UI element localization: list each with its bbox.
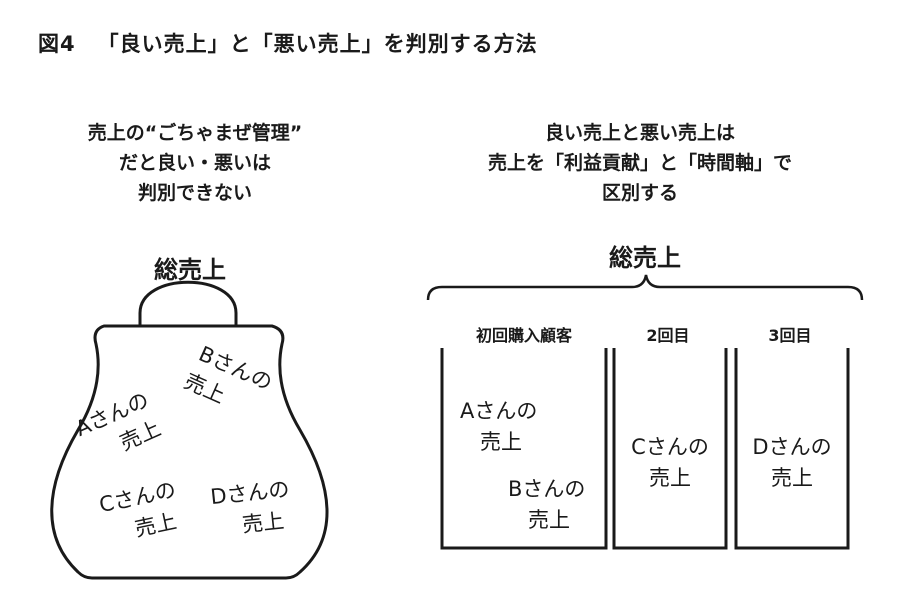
left-caption-line-2: だと良い・悪いは <box>118 152 271 174</box>
right-caption: 良い売上と悪い売上は 売上を「利益貢献」と「時間軸」で 区別する <box>430 118 850 208</box>
bag-handle <box>138 280 238 326</box>
column-third <box>734 348 850 550</box>
right-caption-line-1: 良い売上と悪い売上は <box>544 122 735 144</box>
left-caption-line-1: 売上の“ごちゃまぜ管理” <box>87 122 303 144</box>
column-third-item-d: Dさんの 売上 <box>736 432 848 494</box>
column-header-first-purchase: 初回購入顧客 <box>475 326 572 345</box>
column-header-third: 3回目 <box>768 326 812 345</box>
right-caption-line-2: 売上を「利益貢献」と「時間軸」で <box>487 152 792 174</box>
right-caption-line-3: 区別する <box>601 182 678 204</box>
column-first-item-a-name: Aさんの <box>460 399 538 423</box>
column-first-purchase <box>440 348 608 550</box>
column-second <box>612 348 728 550</box>
left-total-label: 総売上 <box>154 256 226 284</box>
column-second-item-c: Cさんの 売上 <box>614 432 726 494</box>
figure-title-text: 「良い売上」と「悪い売上」を判別する方法 <box>97 32 538 56</box>
left-caption-line-3: 判別できない <box>137 182 252 204</box>
bag-body <box>50 324 329 580</box>
left-caption: 売上の“ごちゃまぜ管理” だと良い・悪いは 判別できない <box>40 118 350 208</box>
figure-title: 図4 「良い売上」と「悪い売上」を判別する方法 <box>38 28 538 58</box>
column-first-item-a: Aさんの 売上 <box>460 396 537 458</box>
column-third-item-d-name: Dさんの <box>752 435 832 459</box>
column-header-second: 2回目 <box>646 326 690 345</box>
right-total-label: 総売上 <box>609 244 681 272</box>
total-brace <box>426 274 864 301</box>
column-first-item-a-sub: 売上 <box>480 430 522 454</box>
bag-item-d: Dさんの 売上 <box>209 474 294 544</box>
column-second-item-c-sub: 売上 <box>649 466 691 490</box>
column-first-item-b: Bさんの 売上 <box>508 474 585 536</box>
column-second-item-c-name: Cさんの <box>631 435 709 459</box>
column-first-item-b-sub: 売上 <box>528 508 570 532</box>
column-third-item-d-sub: 売上 <box>771 466 813 490</box>
figure-number: 図4 <box>38 32 76 56</box>
column-first-item-b-name: Bさんの <box>508 477 586 501</box>
